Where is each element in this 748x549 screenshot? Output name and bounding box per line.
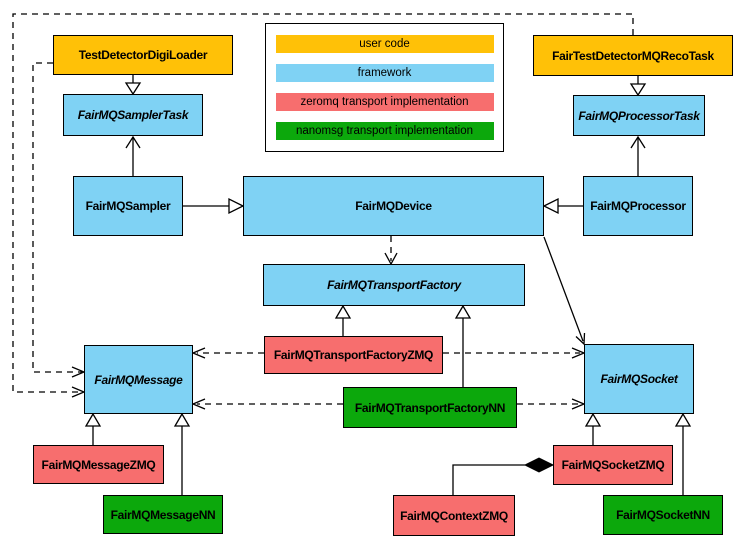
class-box-FairMQSocket: FairMQSocket <box>584 344 694 414</box>
edge-dep-factorynn-socket <box>517 398 586 410</box>
legend-item-nanomsg: nanomsg transport implementation <box>275 122 494 140</box>
edge-assoc-device-socket <box>543 236 586 346</box>
edge-dep-factorynn-message <box>191 398 343 410</box>
class-box-FairMQContextZMQ: FairMQContextZMQ <box>393 495 515 536</box>
class-box-FairMQProcessor: FairMQProcessor <box>583 176 693 236</box>
legend-item-framework: framework <box>275 64 494 82</box>
class-box-FairMQProcessorTask: FairMQProcessorTask <box>573 95 705 136</box>
edge-inherit-processor-device <box>542 197 583 215</box>
class-box-FairMQSocketZMQ: FairMQSocketZMQ <box>553 445 673 485</box>
class-box-FairMQTransportFactory: FairMQTransportFactory <box>263 264 525 306</box>
edge-assoc-processor-processortask <box>630 135 646 176</box>
edge-inherit-messagenn-message <box>173 412 191 495</box>
class-box-FairMQSampler: FairMQSampler <box>73 176 183 236</box>
class-box-FairMQSocketNN: FairMQSocketNN <box>603 495 723 535</box>
class-box-TestDetectorDigiLoader: TestDetectorDigiLoader <box>53 35 233 75</box>
edge-inherit-recotask-processortask <box>629 76 647 97</box>
edge-dep-factoryzmq-socket <box>443 347 586 359</box>
edge-inherit-factoryzmq-factory <box>334 304 352 336</box>
legend: user code framework zeromq transport imp… <box>265 23 504 152</box>
class-box-FairMQMessage: FairMQMessage <box>84 345 193 414</box>
edge-inherit-socketzmq-socket <box>584 412 602 445</box>
edge-dep-factoryzmq-message <box>191 347 264 359</box>
edge-inherit-digiloader-samplertask <box>124 75 142 96</box>
edge-dep-device-transportfactory <box>384 236 398 266</box>
class-box-FairMQDevice: FairMQDevice <box>243 176 544 236</box>
class-box-FairMQSamplerTask: FairMQSamplerTask <box>63 94 203 136</box>
class-box-FairMQTransportFactoryNN: FairMQTransportFactoryNN <box>343 387 517 428</box>
class-box-FairMQTransportFactoryZMQ: FairMQTransportFactoryZMQ <box>264 336 443 374</box>
edge-inherit-factorynn-factory <box>454 304 472 387</box>
edge-assoc-sampler-samplertask <box>125 135 141 176</box>
class-box-FairTestDetectorMQRecoTask: FairTestDetectorMQRecoTask <box>533 35 733 76</box>
edge-inherit-socketnn-socket <box>674 412 692 495</box>
legend-item-user-code: user code <box>275 35 494 53</box>
edge-inherit-sampler-device <box>183 197 245 215</box>
class-box-FairMQMessageZMQ: FairMQMessageZMQ <box>33 445 164 484</box>
class-box-FairMQMessageNN: FairMQMessageNN <box>103 495 223 534</box>
edge-comp-socketzmq-contextzmq <box>452 457 555 495</box>
edge-inherit-messagezmq-message <box>84 412 102 445</box>
legend-item-zeromq: zeromq transport implementation <box>275 93 494 111</box>
